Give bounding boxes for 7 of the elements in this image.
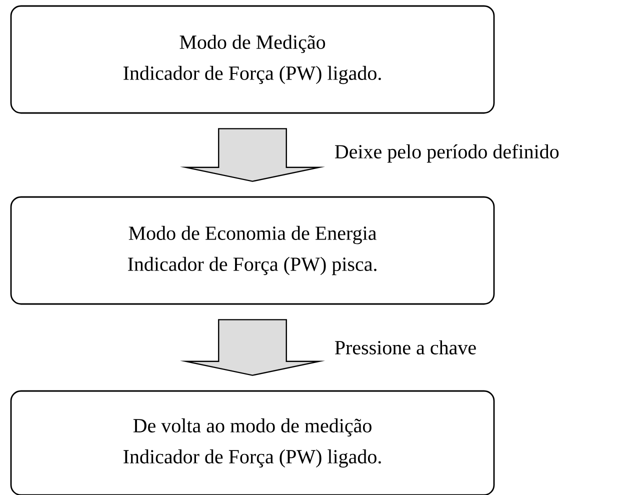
- block-arrow: [180, 128, 326, 182]
- block-arrow: [180, 319, 326, 376]
- edge-label: Pressione a chave: [334, 340, 476, 354]
- mode-box: Modo de Economia de Energia Indicador de Força (PW) pisca.: [10, 196, 495, 305]
- mode-box: De volta ao modo de medição Indicador de Força (PW) ligado.: [10, 390, 495, 495]
- edge-label: Deixe pelo período definido: [334, 144, 559, 163]
- mode-box: Modo de Medição Indicador de Força (PW) ligado.: [10, 5, 495, 114]
